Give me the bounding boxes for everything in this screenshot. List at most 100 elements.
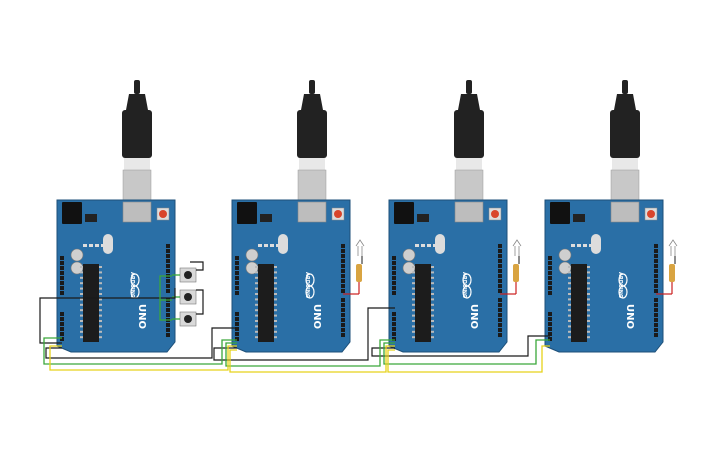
digital-header-pin (341, 249, 345, 253)
chip-pin (274, 293, 277, 295)
chip-pin (80, 287, 83, 290)
power-header-pin (548, 266, 552, 270)
chip-pin (431, 325, 434, 328)
chip-pin (274, 287, 277, 290)
wire-green (43, 337, 237, 365)
chip-pin (431, 282, 434, 285)
power-header-pin (548, 281, 552, 285)
pushbutton (172, 267, 197, 283)
digital-header-pin (341, 279, 345, 283)
usb-cable-tip (309, 80, 315, 94)
chip-pin (80, 303, 83, 306)
power-header-pin (548, 271, 552, 275)
digital-header-pin (654, 249, 658, 253)
chip-pin (99, 276, 102, 279)
chip-pin (80, 293, 83, 295)
chip-pin (412, 276, 415, 279)
wire-black (371, 335, 550, 357)
chip-pin (587, 303, 590, 306)
power-header-pin (235, 256, 239, 260)
brand-label: ARDUINO (617, 272, 623, 298)
digital-header-pin (654, 269, 658, 273)
chip-pin (80, 271, 83, 274)
digital-header-pin (498, 279, 502, 283)
wire-black (213, 307, 395, 361)
chip-pin (80, 320, 83, 322)
crystal (103, 234, 113, 254)
voltage-regulator (417, 214, 429, 222)
power-header-pin (235, 271, 239, 275)
chip-pin (587, 293, 590, 295)
chip-pin (568, 271, 571, 274)
chip-pin (412, 271, 415, 274)
chip-pin (568, 282, 571, 285)
infinity-logo-icon (618, 285, 628, 299)
power-header-pin (235, 291, 239, 295)
chip-pin (412, 287, 415, 290)
digital-header-pin (341, 313, 345, 317)
usb-cable-head (610, 110, 640, 158)
power-header-pin (235, 276, 239, 280)
chip-pin (274, 271, 277, 274)
usb-port (122, 201, 152, 223)
digital-header-pin (654, 328, 658, 332)
power-header-pin (235, 261, 239, 265)
wire-green (383, 339, 550, 365)
digital-header-pin (498, 259, 502, 263)
digital-header-pin (498, 284, 502, 288)
brand-label: ARDUINO (461, 272, 467, 298)
chip-pin (568, 330, 571, 333)
usb-connector (122, 169, 152, 201)
resistor (356, 264, 362, 282)
chip-pin (255, 336, 258, 339)
chip-pin (80, 282, 83, 285)
digital-header-pin (498, 289, 502, 293)
digital-header-pin (654, 318, 658, 322)
chip-pin (587, 309, 590, 312)
brand-label: ARDUINO (129, 272, 135, 298)
wire-black (45, 327, 237, 359)
pushbutton (172, 311, 197, 327)
crystal (278, 234, 288, 254)
usb-cable-head (297, 110, 327, 158)
model-label: UNO (136, 304, 147, 329)
chip-pin (80, 309, 83, 312)
chip-pin (587, 320, 590, 322)
chip-pin (274, 330, 277, 333)
digital-header-pin (166, 308, 170, 312)
chip-pin (80, 276, 83, 279)
digital-header-pin (341, 269, 345, 273)
voltage-regulator (573, 214, 585, 222)
chip-pin (412, 309, 415, 312)
resistor (513, 264, 519, 282)
analog-header-pin (60, 327, 64, 331)
chip-pin (431, 330, 434, 333)
chip-pin (431, 287, 434, 290)
chip-pin (431, 298, 434, 301)
smd-component (571, 244, 575, 247)
usb-cable-collar (124, 158, 150, 170)
digital-header-pin (498, 298, 502, 302)
digital-header-pin (166, 328, 170, 332)
chip-pin (255, 309, 258, 312)
chip-pin (99, 266, 102, 268)
usb-port (454, 201, 484, 223)
wire-yellow (229, 345, 395, 373)
chip-pin (568, 336, 571, 339)
chip-pin (255, 266, 258, 268)
digital-header-pin (498, 333, 502, 337)
analog-header-pin (235, 312, 239, 316)
power-header-pin (548, 276, 552, 280)
chip-pin (587, 287, 590, 290)
digital-header-pin (498, 308, 502, 312)
smd-component (264, 244, 268, 247)
chip-pin (587, 314, 590, 317)
chip-pin (274, 282, 277, 285)
power-header-pin (235, 281, 239, 285)
model-label: UNO (624, 304, 635, 329)
usb-connector (610, 169, 640, 201)
analog-header-pin (548, 322, 552, 326)
usb-cable-head (122, 110, 152, 158)
digital-header-pin (166, 279, 170, 283)
analog-header-pin (60, 317, 64, 321)
